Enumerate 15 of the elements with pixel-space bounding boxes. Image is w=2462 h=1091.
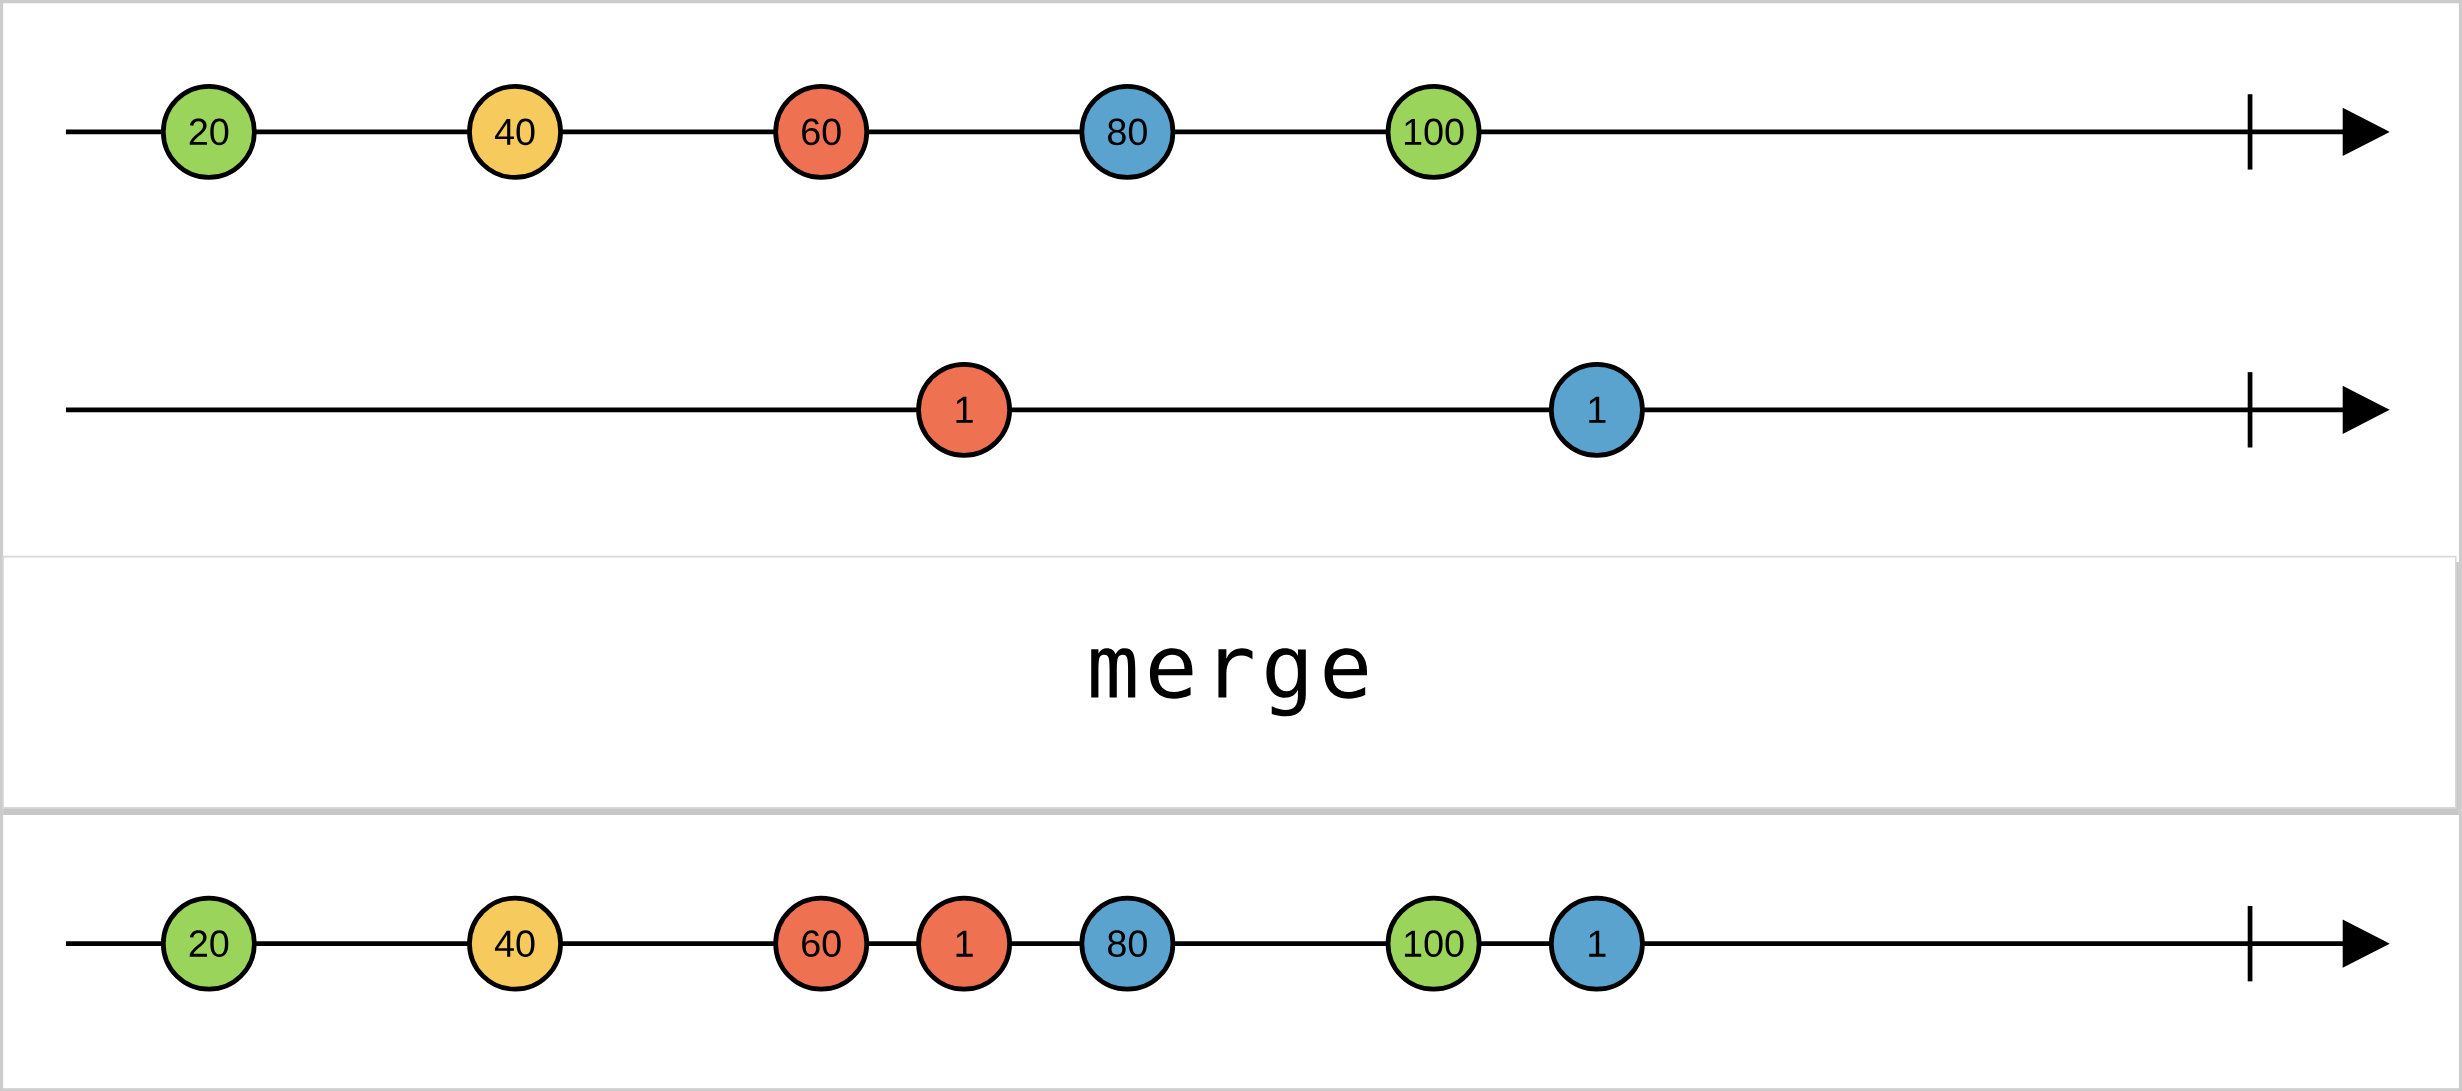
- marble: 60: [773, 895, 870, 992]
- marble: 1: [1548, 361, 1645, 458]
- marble: 40: [467, 895, 563, 992]
- operator-box: merge: [2, 555, 2457, 809]
- marble: 20: [160, 83, 257, 180]
- marble: 60: [773, 83, 870, 180]
- marble: 80: [1079, 83, 1176, 180]
- marble: 1: [1548, 895, 1645, 992]
- marble: 100: [1385, 895, 1482, 992]
- marble: 80: [1079, 895, 1176, 992]
- marble: 100: [1385, 83, 1482, 180]
- marble: 20: [160, 895, 257, 992]
- marble: 40: [467, 83, 563, 180]
- marble: 1: [916, 895, 1012, 992]
- marble: 1: [916, 361, 1012, 458]
